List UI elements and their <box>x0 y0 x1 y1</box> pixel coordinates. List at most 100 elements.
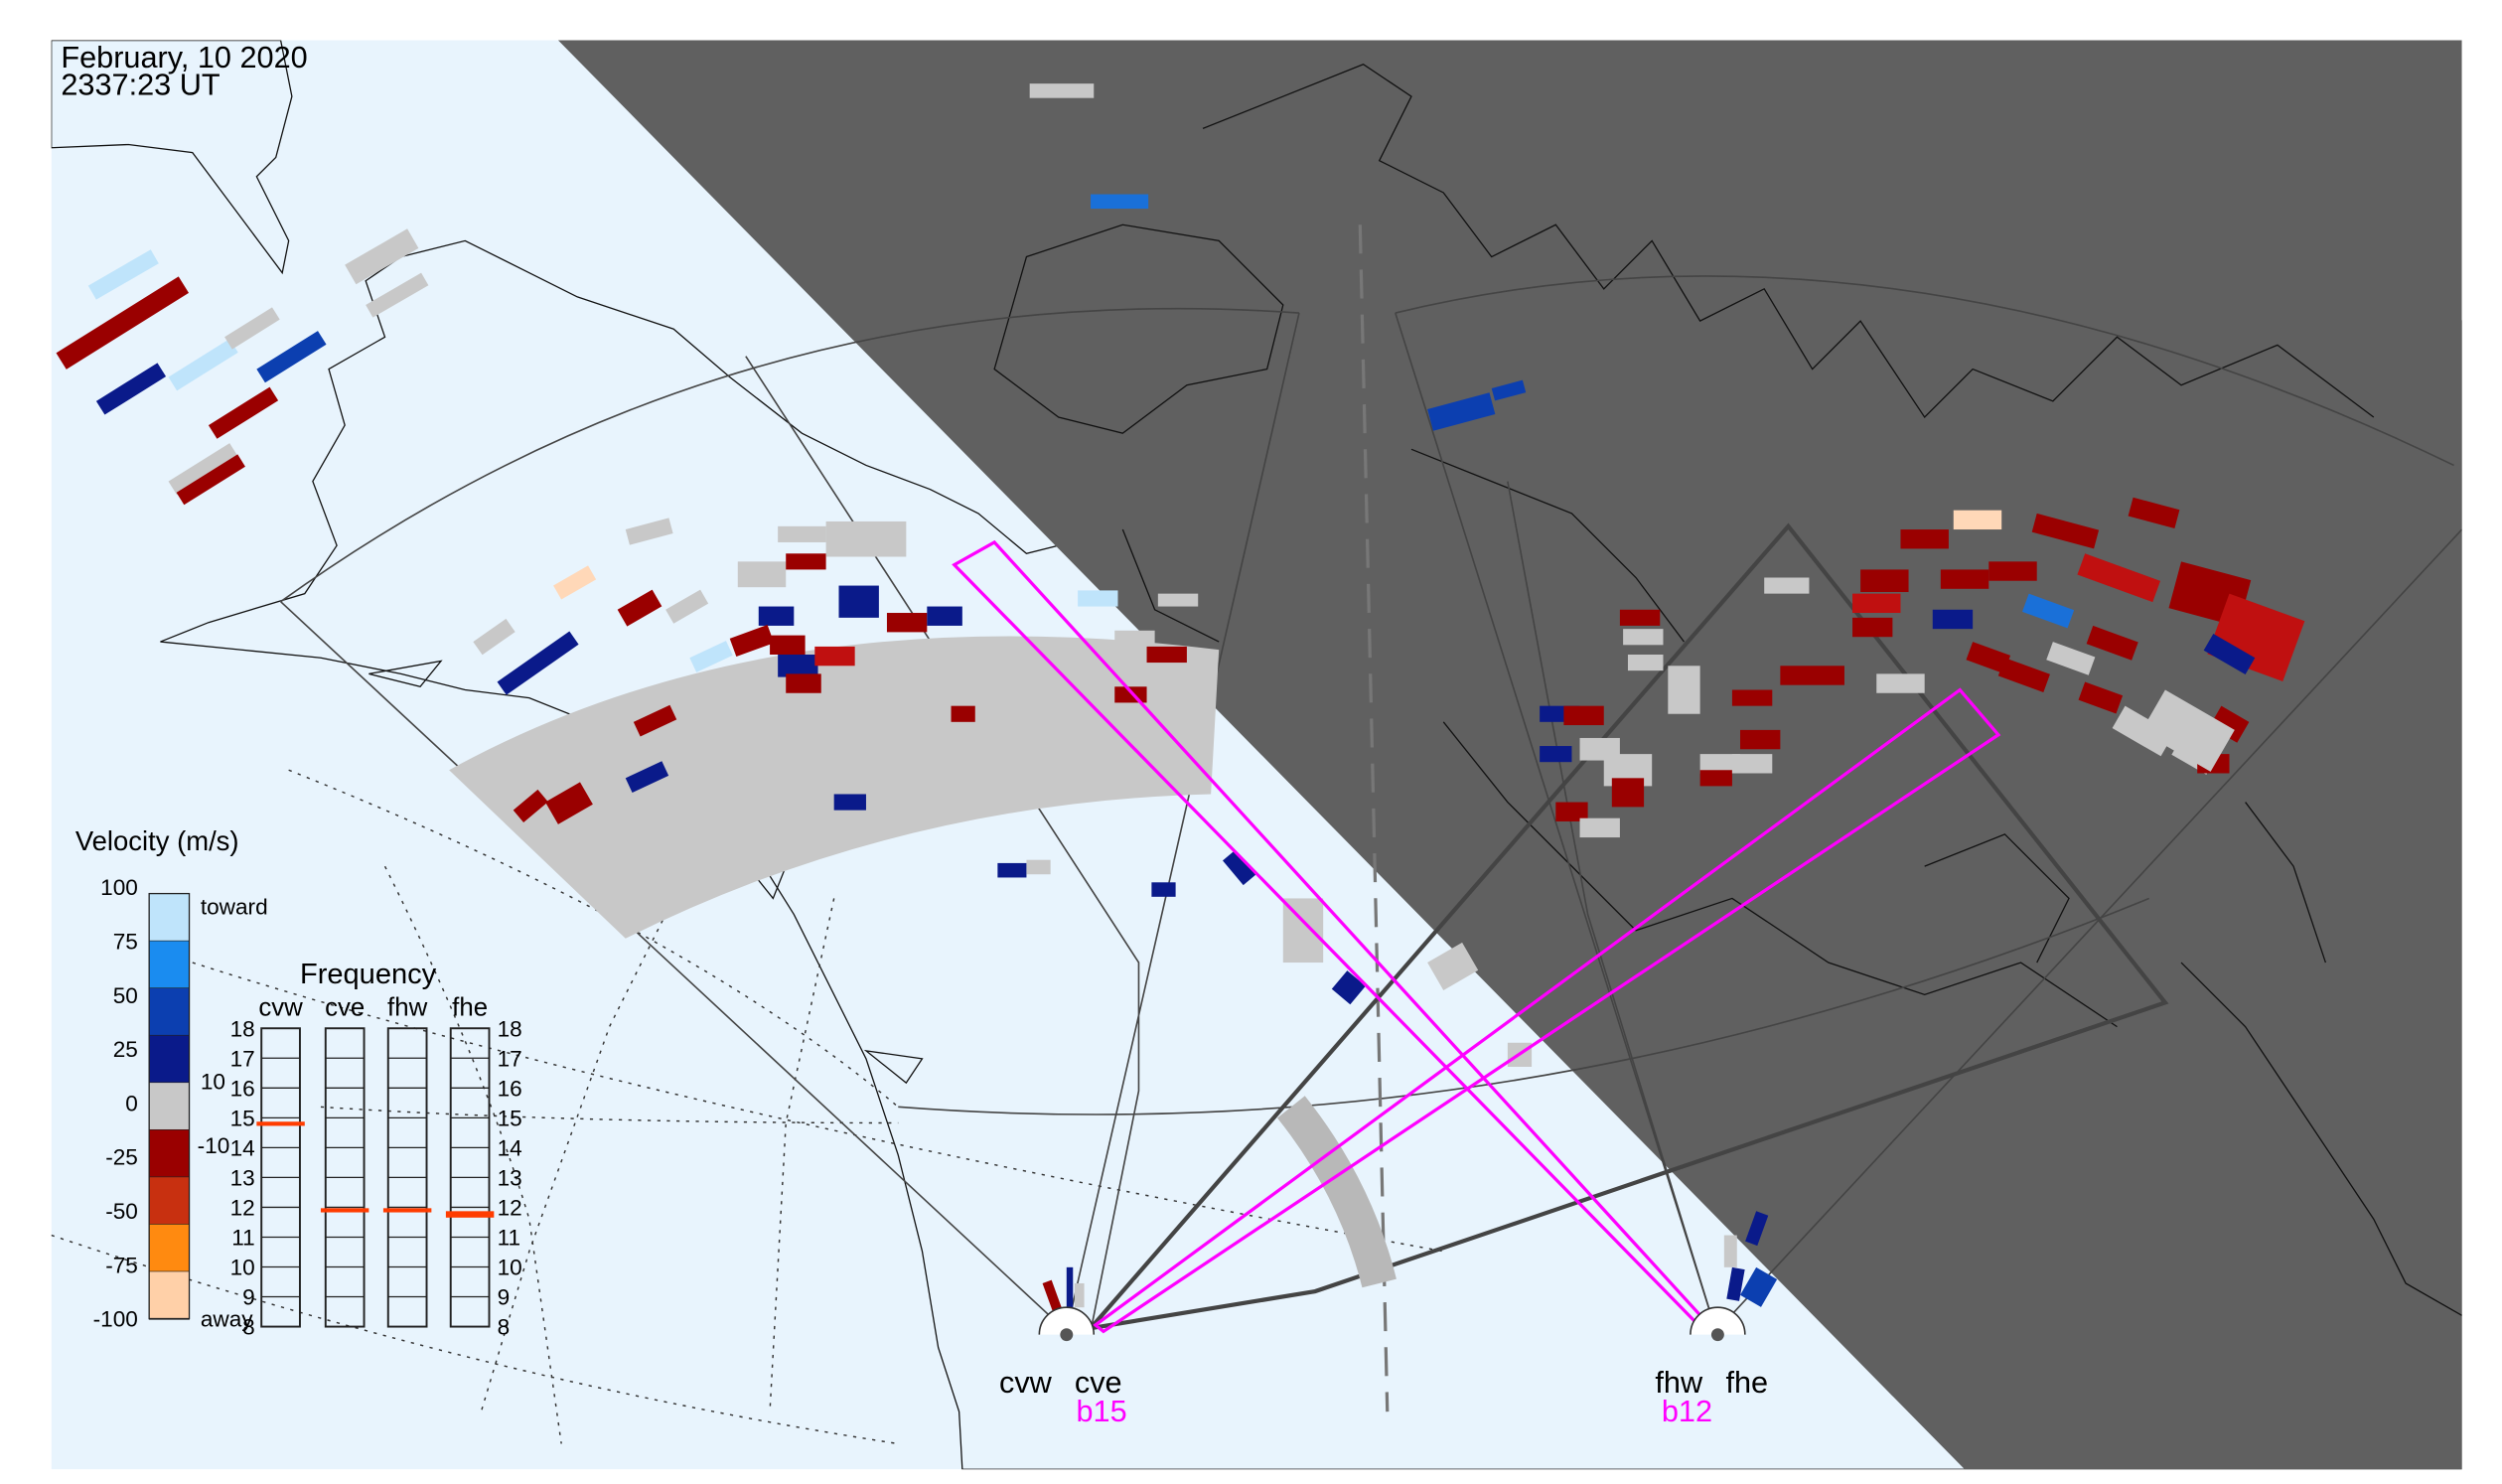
velocity-colorbar <box>148 892 191 1320</box>
frequency-tick-right: 9 <box>498 1285 511 1310</box>
range-gate-cell <box>1780 666 1844 685</box>
frequency-tick-left: 12 <box>230 1196 255 1221</box>
range-gate-cell <box>1151 882 1176 897</box>
colorbar-tick-label: -50 <box>105 1199 138 1224</box>
colorbar-segment <box>148 940 190 989</box>
time-label: 2337:23 UT <box>61 67 221 101</box>
velocity-cells <box>56 83 2305 1314</box>
dashed-meridian <box>1358 224 1390 1412</box>
radar-label-fhe: fhe <box>1725 1365 1768 1400</box>
range-gate-cell <box>208 386 279 439</box>
frequency-marker-fhe <box>445 1211 495 1218</box>
range-gate-cell <box>95 363 167 415</box>
frequency-tick-right: 15 <box>498 1106 522 1130</box>
range-gate-cell <box>56 276 190 370</box>
range-gate-cell <box>1563 705 1604 726</box>
range-gate-cell <box>2140 689 2235 772</box>
range-gate-cell <box>366 272 429 318</box>
frequency-marker-fhw <box>382 1208 432 1213</box>
range-gate-cell <box>1042 1279 1063 1314</box>
range-gate-cell <box>1114 630 1155 647</box>
range-gate-cell <box>1726 1266 1745 1301</box>
fov-thick-outline <box>1089 522 2169 1331</box>
range-gate-cell <box>1932 609 1974 630</box>
range-gate-cell <box>1555 802 1588 821</box>
frequency-tick-right: 8 <box>498 1315 511 1340</box>
radar-label-cvw: cvw <box>999 1365 1053 1400</box>
range-gate-cell <box>1579 817 1620 838</box>
range-gate-cell <box>1331 970 1366 1005</box>
frequency-tick-right: 14 <box>498 1135 522 1160</box>
range-gate-cell <box>1723 1235 1737 1267</box>
beam-label-b15: b15 <box>1076 1394 1126 1428</box>
colorbar-tick-label: 0 <box>125 1091 138 1115</box>
frequency-tick-left: 10 <box>230 1256 255 1280</box>
range-gate-cell <box>1091 194 1149 210</box>
colorbar-segment <box>148 893 190 943</box>
range-gate-cell <box>1745 1211 1769 1247</box>
range-gate-cell <box>1611 778 1645 808</box>
night-shade <box>557 40 2462 1470</box>
frequency-tick-left: 18 <box>230 1016 255 1041</box>
range-gate-cell <box>224 307 280 350</box>
range-gate-cell <box>1900 529 1949 549</box>
range-gate-cell <box>473 618 515 656</box>
range-gate-cell <box>825 520 907 557</box>
radar-site-fh <box>1690 1306 1746 1342</box>
grid-label-neg10: -10 <box>198 1133 230 1158</box>
range-gate-cell <box>176 454 245 506</box>
range-gate-cell <box>168 443 238 496</box>
range-gate-cell <box>1078 590 1118 607</box>
range-gate-cell <box>87 249 159 300</box>
range-gate-cell <box>1026 859 1051 875</box>
colorbar-segment <box>148 1270 190 1320</box>
range-gate-cell <box>786 553 826 570</box>
frequency-title: Frequency <box>300 959 437 990</box>
range-gate-cell <box>786 673 821 693</box>
range-gate-cell <box>1222 849 1256 886</box>
range-gate-cell <box>168 339 238 391</box>
range-gate-cell <box>665 589 709 624</box>
beam-label-b12: b12 <box>1662 1394 1712 1428</box>
velocity-legend-title: Velocity (m/s) <box>75 825 239 856</box>
range-gate-cell <box>1114 686 1147 703</box>
frequency-column-label-cve: cve <box>325 993 365 1021</box>
range-gate-cell <box>1627 654 1664 671</box>
frequency-tick-left: 14 <box>230 1135 255 1160</box>
range-gate-cell <box>1852 617 1893 638</box>
colorbar-tick-label: 25 <box>113 1037 138 1062</box>
range-gate-cell <box>737 561 787 588</box>
frequency-tick-left: 16 <box>230 1076 255 1101</box>
range-gate-cell <box>1029 83 1095 98</box>
away-label: away <box>201 1307 253 1332</box>
frequency-tick-right: 10 <box>498 1256 522 1280</box>
frequency-tick-right: 12 <box>498 1196 522 1221</box>
range-gate-cell <box>1540 746 1572 763</box>
range-gate-cell <box>2128 497 2180 529</box>
colorbar-tick-label: 100 <box>100 875 138 900</box>
frequency-marker-cve <box>320 1208 369 1213</box>
fh-fan-outline <box>1395 275 2462 1332</box>
toward-label: toward <box>201 895 268 920</box>
range-gate-cell <box>617 589 662 627</box>
frequency-marker-cvw <box>256 1121 305 1126</box>
range-gate-cell <box>2203 634 2256 675</box>
frequency-tick-left: 17 <box>230 1046 255 1071</box>
frequency-column-label-fhw: fhw <box>387 993 428 1021</box>
range-gate-cell <box>1074 1282 1085 1308</box>
frequency-tick-left: 9 <box>242 1285 255 1310</box>
cv-fan-outline <box>280 307 2150 1333</box>
range-gate-cell <box>1940 569 1989 589</box>
range-gate-cell <box>1157 593 1199 607</box>
coastlines-night <box>993 64 2462 1316</box>
range-gate-cell <box>1731 689 1773 706</box>
range-gate-cell <box>778 525 826 542</box>
range-gate-cell <box>951 705 975 722</box>
near-range-scatter-band <box>1276 1096 1397 1288</box>
range-gate-cell <box>1739 1266 1778 1307</box>
range-gate-cell <box>2031 513 2100 549</box>
range-gate-cell <box>927 606 962 626</box>
colorbar-segment <box>148 987 190 1037</box>
